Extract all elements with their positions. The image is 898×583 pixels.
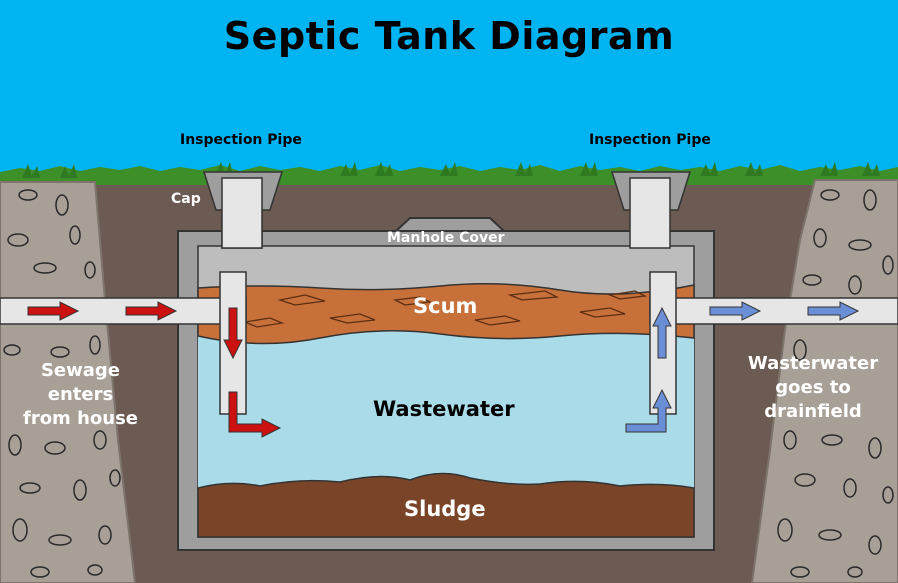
arrow-right-icon [709, 301, 762, 321]
arrow-up-icon [652, 306, 672, 359]
outlet-caption: Wasterwater goes to drainfield [738, 352, 888, 424]
inspection-pipe-left [202, 171, 284, 249]
gravel-stones [3, 189, 894, 578]
inlet-caption-line-2: enters [47, 384, 114, 405]
label-inspection-pipe-left: Inspection Pipe [180, 132, 302, 148]
inspection-pipe-right [610, 171, 692, 249]
inlet-caption: Sewage enters from house [8, 359, 153, 431]
label-sludge: Sludge [404, 497, 486, 521]
inlet-caption-line-1: Sewage [40, 360, 121, 381]
scum-layer [197, 283, 695, 345]
label-inspection-pipe-right: Inspection Pipe [589, 132, 711, 148]
label-manhole-cover: Manhole Cover [387, 230, 505, 246]
outlet-caption-line-2: goes to [775, 377, 851, 398]
scum-texture [242, 290, 648, 328]
arrow-bend-right-icon [228, 391, 282, 438]
outlet-caption-line-1: Wasterwater [747, 353, 879, 374]
arrow-bend-up-icon [625, 388, 672, 433]
sludge-layer [197, 472, 695, 538]
inflow-arrows [27, 301, 282, 438]
label-cap: Cap [171, 191, 201, 207]
inlet-caption-line-3: from house [22, 408, 138, 429]
arrow-right-icon [27, 301, 80, 321]
arrow-right-icon [125, 301, 178, 321]
diagram-title: Septic Tank Diagram [223, 14, 675, 58]
arrow-right-icon [807, 301, 860, 321]
outlet-caption-line-3: drainfield [764, 401, 862, 422]
outflow-arrows [625, 301, 860, 433]
outlet-pipe [649, 297, 898, 325]
gravel-right [750, 179, 898, 583]
arrow-down-icon [223, 307, 243, 360]
label-scum: Scum [413, 294, 478, 318]
label-wastewater: Wastewater [373, 397, 515, 421]
sky [0, 0, 898, 180]
